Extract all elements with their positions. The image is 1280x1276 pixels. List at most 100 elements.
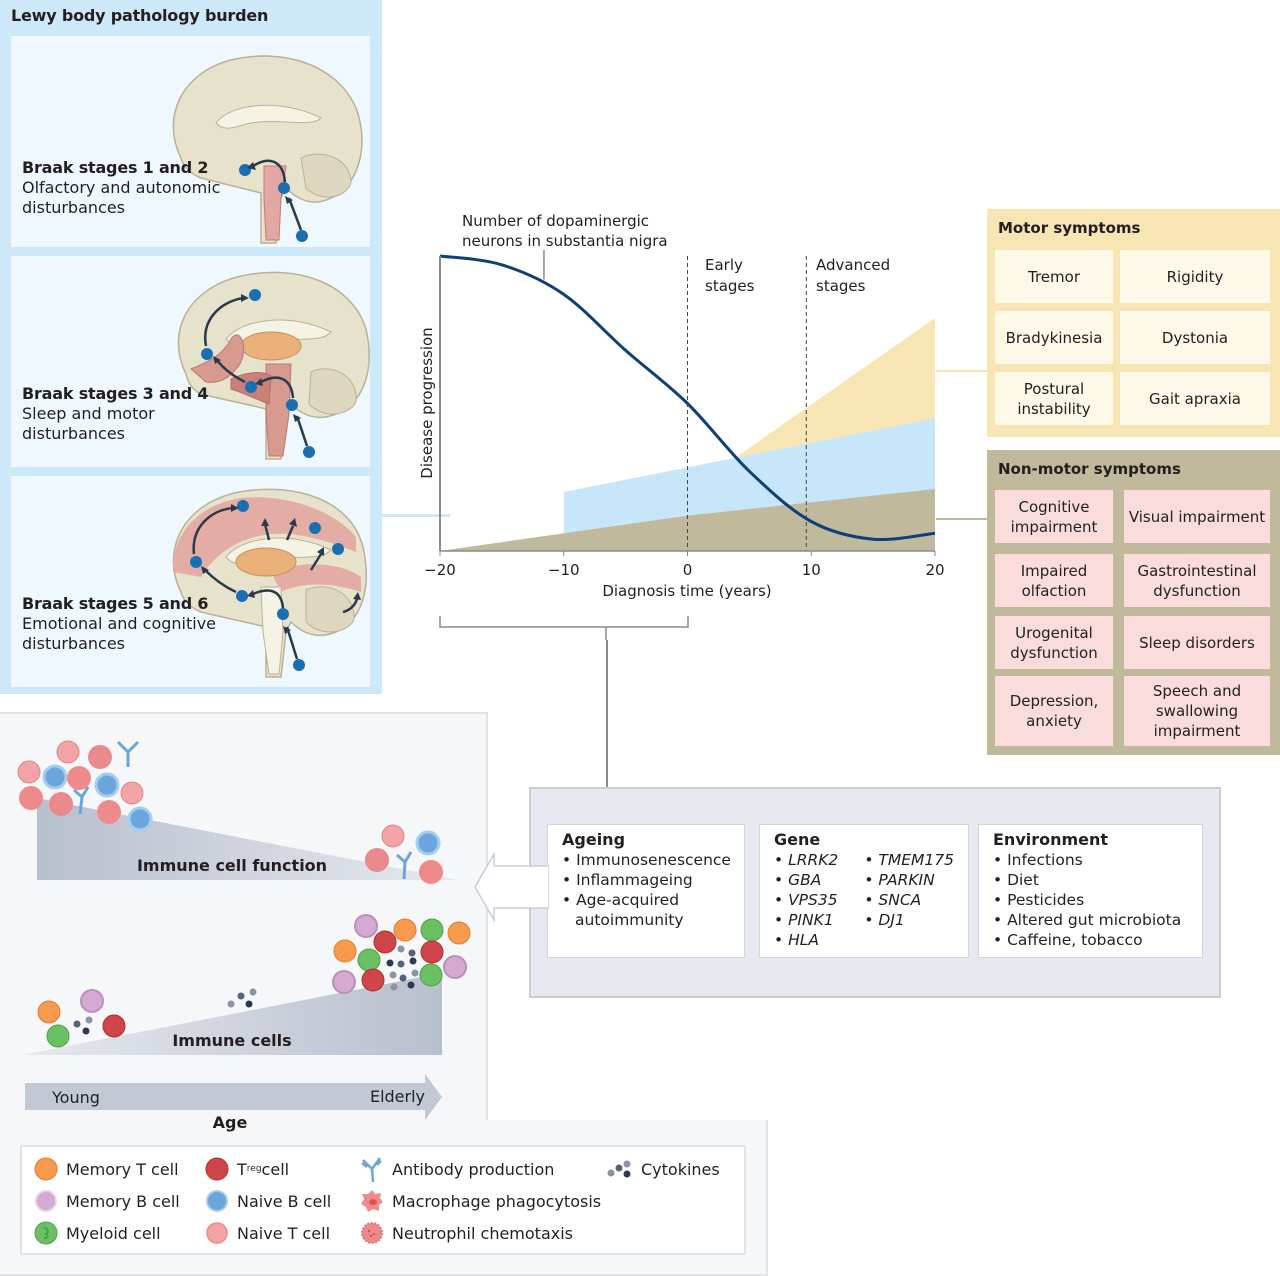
gene-title: Gene xyxy=(774,830,821,849)
naive-t-cell-icon xyxy=(206,1222,228,1244)
naive-t-cell xyxy=(56,740,80,764)
antibody-icon xyxy=(396,851,413,880)
motor-symptom-item: Bradykinesia xyxy=(995,311,1113,364)
environment-item: • Caffeine, tobacco xyxy=(993,931,1143,949)
memory-b-cell xyxy=(354,914,378,938)
braak-stage-1-2-card: Braak stages 1 and 2 Olfactory and auton… xyxy=(11,36,370,247)
neutrophil xyxy=(88,745,112,769)
lewy-dot xyxy=(278,182,290,194)
immune-function-label: Immune cell function xyxy=(137,856,327,875)
myeloid-cell xyxy=(419,963,443,987)
motor-symptoms-panel: Motor symptoms Tremor Rigidity Bradykine… xyxy=(987,209,1280,437)
myeloid-cell xyxy=(420,918,444,942)
advanced-stages-label-2: stages xyxy=(816,277,866,295)
treg-cell-icon xyxy=(205,1157,229,1181)
macrophage xyxy=(67,766,91,790)
memory-b-cell xyxy=(443,955,467,979)
gene-item: • LRRK2 xyxy=(774,851,839,869)
environment-item: • Diet xyxy=(993,871,1039,889)
motor-symptom-item: Gait apraxia xyxy=(1120,372,1270,425)
y-axis-label: Disease progression xyxy=(418,327,436,478)
nonmotor-symptoms-panel: Non-motor symptoms Cognitive impairment … xyxy=(987,450,1280,755)
naive-t-cell xyxy=(381,824,405,848)
x-axis-label: Diagnosis time (years) xyxy=(602,582,771,600)
x-tick-label: −10 xyxy=(548,561,580,579)
age-label: Age xyxy=(213,1113,248,1132)
lewy-dot xyxy=(286,399,298,411)
motor-connector xyxy=(936,370,987,372)
neutrophil xyxy=(49,792,73,816)
environment-box: Environment • Infections • Diet • Pestic… xyxy=(978,824,1203,958)
connector-line xyxy=(382,514,450,517)
immune-cells-wedge xyxy=(22,973,442,1055)
neutrophil xyxy=(365,848,389,872)
young-functional-cells xyxy=(17,740,443,884)
nonmotor-symptom-item: Urogenital dysfunction xyxy=(995,616,1113,669)
lewy-dot xyxy=(237,500,249,512)
environment-item: • Pesticides xyxy=(993,891,1085,909)
memory-b-cell-icon xyxy=(35,1190,57,1212)
stage-5-6-title: Braak stages 5 and 6 xyxy=(22,594,209,613)
nonmotor-symptom-item: Speech and swallowing impairment xyxy=(1124,676,1270,746)
lewy-dot xyxy=(303,446,315,458)
treg-cell xyxy=(373,930,397,954)
memory-t-cell xyxy=(37,1000,61,1024)
motor-symptom-item: Postural instability xyxy=(995,372,1113,425)
gene-item: • SNCA xyxy=(864,891,922,909)
brain-stage-1-2-icon xyxy=(172,55,363,244)
lewy-dot xyxy=(293,659,305,671)
lewy-dot xyxy=(201,348,213,360)
ageing-item: autoimmunity xyxy=(575,911,684,929)
ageing-item: • Inflammageing xyxy=(562,871,693,889)
nonmotor-symptom-item: Sleep disorders xyxy=(1124,616,1270,669)
elderly-label: Elderly xyxy=(370,1087,425,1106)
macrophage xyxy=(97,800,121,824)
ageing-title: Ageing xyxy=(562,830,626,849)
memory-b-cell xyxy=(80,989,104,1013)
naive-t-cell xyxy=(17,760,41,784)
x-tick-label: 20 xyxy=(925,561,944,579)
braak-stage-3-4-card: Braak stages 3 and 4 Sleep and motor dis… xyxy=(11,256,370,467)
lewy-panel-title: Lewy body pathology burden xyxy=(11,6,269,25)
stage-1-2-description: Olfactory and autonomic disturbances xyxy=(22,178,221,217)
environment-title: Environment xyxy=(993,830,1109,849)
lewy-dot xyxy=(277,608,289,620)
naive-t-cell xyxy=(120,781,144,805)
legend-memory-b-cell: Memory B cell xyxy=(34,1189,180,1213)
legend-naive-t-cell: Naive T cell xyxy=(205,1221,330,1245)
lewy-dot xyxy=(332,543,344,555)
naive-b-cell xyxy=(127,806,153,832)
naive-b-cell-icon xyxy=(206,1190,228,1212)
myeloid-cell xyxy=(357,948,381,972)
nonmotor-symptom-item: Visual impairment xyxy=(1124,490,1270,543)
motor-symptom-item: Tremor xyxy=(995,250,1113,303)
naive-b-cell xyxy=(42,764,68,790)
bracket-connector-line xyxy=(606,640,608,787)
stage-3-4-title: Braak stages 3 and 4 xyxy=(22,384,209,403)
brain-stage-5-6-icon xyxy=(172,488,367,678)
memory-t-cell xyxy=(393,918,417,942)
ageing-item: • Immunosenescence xyxy=(562,851,731,869)
naive-b-cell xyxy=(415,830,441,856)
legend-neutrophil-chemotaxis: Neutrophil chemotaxis xyxy=(360,1221,573,1245)
neutrophil-icon xyxy=(361,1222,383,1244)
legend-macrophage-phagocytosis: Macrophage phagocytosis xyxy=(360,1189,601,1213)
legend-antibody-production: Antibody production xyxy=(360,1155,554,1183)
antibody-icon xyxy=(361,1157,382,1183)
antibody-icon xyxy=(73,786,90,815)
nonmotor-symptoms-area xyxy=(440,489,935,551)
risk-factors-panel: Ageing • Immunosenescence • Inflammagein… xyxy=(529,787,1221,998)
motor-symptom-item: Dystonia xyxy=(1120,311,1270,364)
naive-b-cell xyxy=(94,772,120,798)
gene-item: • PARKIN xyxy=(864,871,935,889)
memory-t-cell-icon xyxy=(34,1157,58,1181)
early-stages-label-2: stages xyxy=(705,277,755,295)
x-tick-label: −20 xyxy=(424,561,456,579)
brain-stage-3-4-icon xyxy=(177,271,370,460)
legend-myeloid-cell: Myeloid cell xyxy=(34,1221,161,1245)
lewy-dot xyxy=(309,522,321,534)
environment-item: • Altered gut microbiota xyxy=(993,911,1182,929)
lewy-dot xyxy=(236,590,248,602)
antibody-icon xyxy=(116,740,140,767)
